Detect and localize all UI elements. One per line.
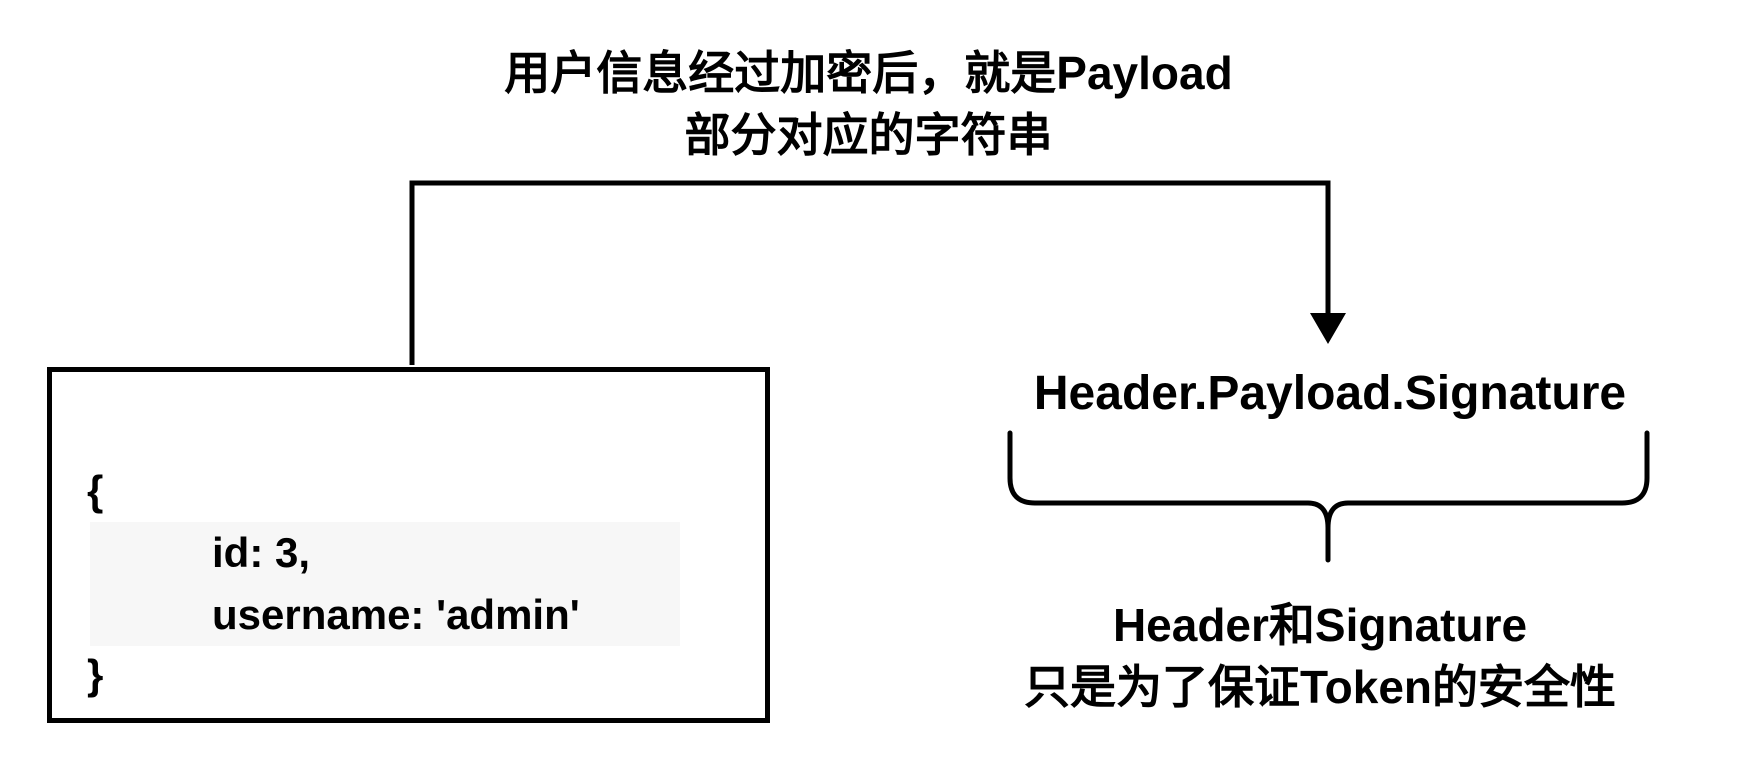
bottom-caption-line-1: Header和Signature [1112, 599, 1528, 651]
curly-brace [1007, 430, 1650, 563]
json-open-brace: { [87, 467, 104, 514]
json-line-id: id: 3, [90, 522, 680, 584]
json-username-text: username: 'admin' [212, 591, 580, 638]
top-caption-line-1: 用户信息经过加密后，就是Payload [504, 47, 1233, 99]
token-format-label: Header.Payload.Signature [1033, 367, 1627, 420]
json-payload-box: { id: 3, username: 'admin' } [47, 367, 770, 723]
json-id-text: id: 3, [212, 529, 311, 576]
top-caption: 用户信息经过加密后，就是Payload 部分对应的字符串 [0, 42, 1737, 166]
bottom-caption: Header和Signature 只是为了保证Token的安全性 [930, 594, 1710, 718]
payload-arrow-head [1310, 313, 1346, 344]
top-caption-line-2: 部分对应的字符串 [684, 109, 1053, 161]
json-line-username: username: 'admin' [90, 584, 680, 646]
payload-arrow-line [409, 180, 1331, 365]
bottom-caption-line-2: 只是为了保证Token的安全性 [1023, 661, 1617, 713]
json-close-brace: } [87, 651, 104, 698]
